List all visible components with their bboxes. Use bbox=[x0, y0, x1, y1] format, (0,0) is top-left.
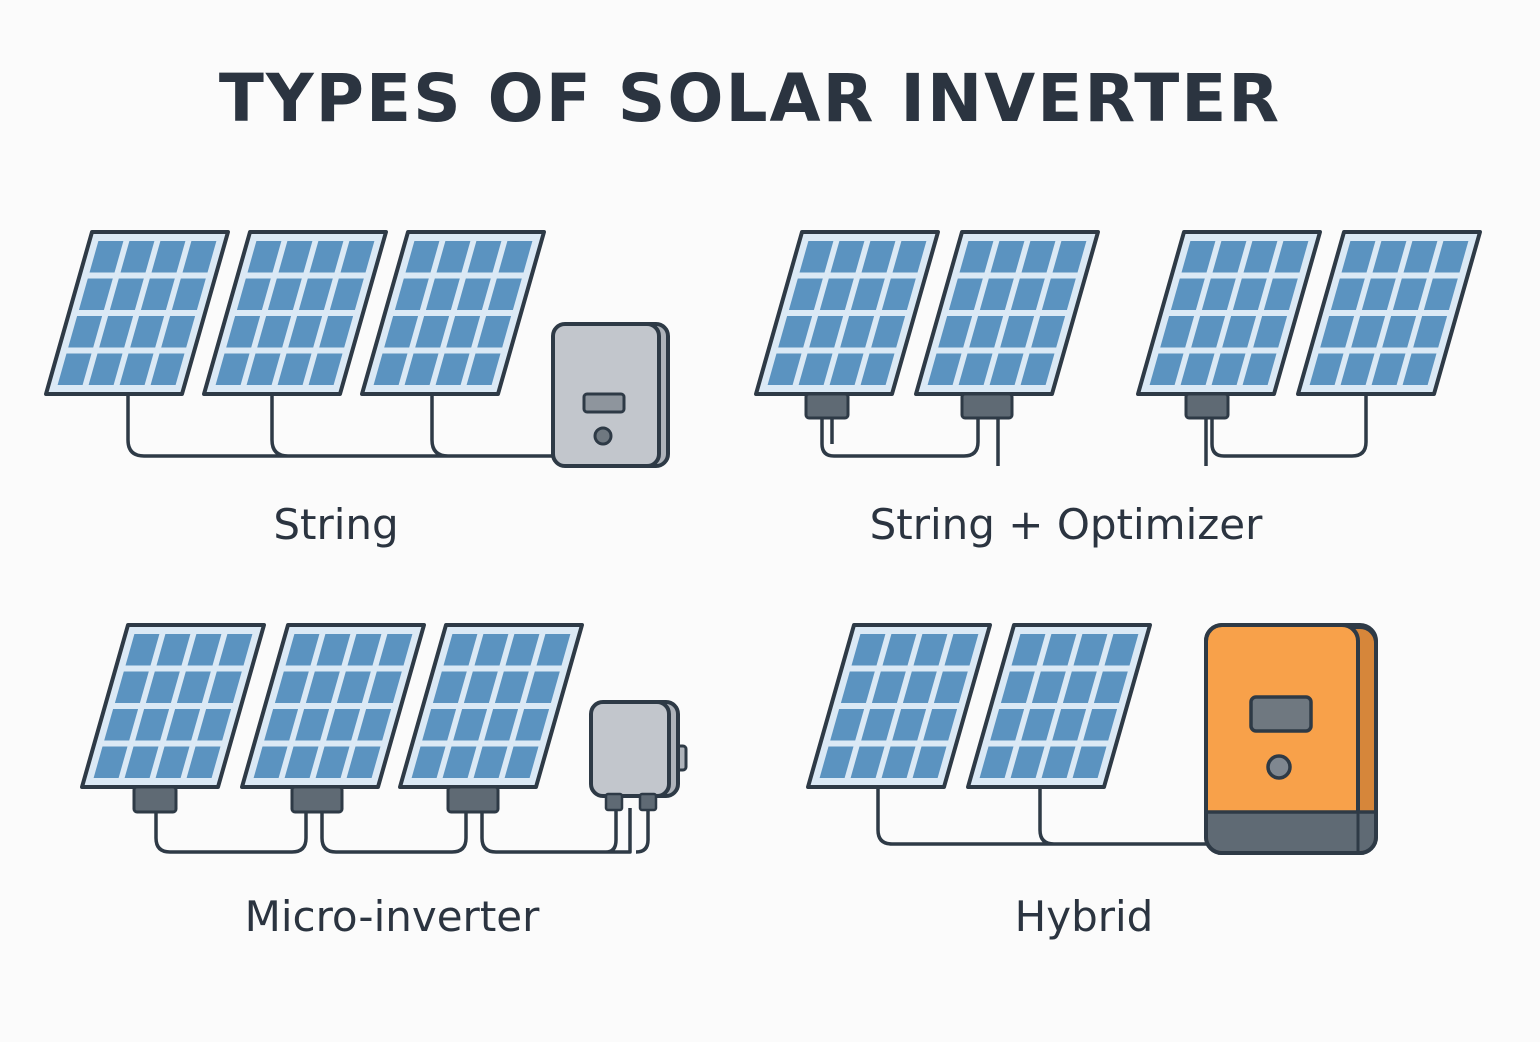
hybrid-inverter-icon bbox=[1204, 623, 1378, 855]
solar-panel bbox=[398, 623, 584, 789]
string-diagram bbox=[44, 230, 670, 468]
solar-panel bbox=[44, 230, 230, 396]
micro-inverter-diagram bbox=[80, 623, 688, 854]
solar-panel bbox=[754, 230, 940, 396]
label-string: String bbox=[273, 500, 399, 549]
solar-panel bbox=[202, 230, 388, 396]
micro-inverter-icon bbox=[132, 785, 178, 814]
micro-inverter-icon bbox=[290, 785, 344, 814]
solar-panel bbox=[914, 230, 1100, 396]
solar-panel bbox=[1136, 230, 1322, 396]
label-micro-inverter: Micro-inverter bbox=[244, 892, 540, 941]
solar-panel bbox=[966, 623, 1152, 789]
optimizer-icon bbox=[960, 392, 1014, 420]
string-inverter-icon bbox=[551, 322, 670, 468]
solar-panel bbox=[806, 623, 992, 789]
page-title: TYPES OF SOLAR INVERTER bbox=[218, 60, 1282, 137]
optimizer-icon bbox=[1184, 392, 1230, 420]
solar-panel bbox=[1296, 230, 1482, 396]
string-optimizer-diagram bbox=[754, 230, 1482, 466]
label-hybrid: Hybrid bbox=[1014, 892, 1154, 941]
micro-inverter-icon bbox=[446, 785, 500, 814]
solar-panel bbox=[240, 623, 426, 789]
solar-panel bbox=[360, 230, 546, 396]
optimizer-icon bbox=[804, 392, 850, 420]
solar-panel bbox=[80, 623, 266, 789]
label-string-optimizer: String + Optimizer bbox=[869, 500, 1263, 549]
junction-box-icon bbox=[589, 700, 688, 812]
hybrid-diagram bbox=[806, 623, 1378, 855]
